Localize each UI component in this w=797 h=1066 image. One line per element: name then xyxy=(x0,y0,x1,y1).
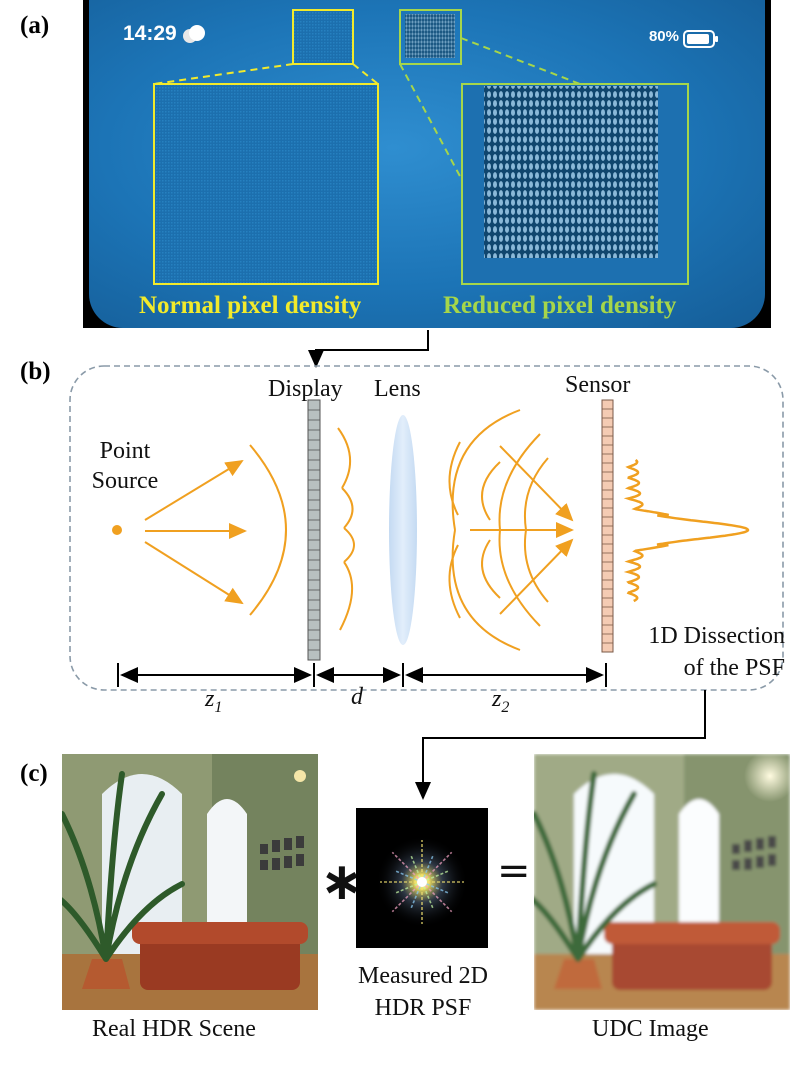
equals-sign: = xyxy=(497,848,531,894)
measured-psf-image xyxy=(356,808,488,948)
point-source-dot xyxy=(112,525,122,535)
psf-dissection-line1: 1D Dissection xyxy=(648,623,785,649)
connector-b-to-c xyxy=(415,690,706,800)
z1-label: z1 xyxy=(205,686,222,717)
panel-label-c: (c) xyxy=(20,760,48,787)
sensor-label: Sensor xyxy=(565,372,631,398)
diffraction-wavelets xyxy=(337,427,355,631)
cloud-icon xyxy=(181,24,207,49)
distance-axis xyxy=(117,663,607,687)
measured-psf-caption: Measured 2D HDR PSF xyxy=(338,960,508,1024)
battery-percent: 80% xyxy=(648,28,679,45)
lens-label: Lens xyxy=(374,376,421,402)
focusing-wavefronts xyxy=(448,409,549,651)
point-source-label: Point Source xyxy=(80,436,170,496)
reduced-zoom-leader-left xyxy=(399,63,463,181)
reduced-zoom-region xyxy=(484,86,658,258)
d-label: d xyxy=(351,684,363,710)
measured-psf-line2: HDR PSF xyxy=(374,995,472,1021)
reduced-density-label: Reduced pixel density xyxy=(443,292,677,319)
reduced-sample-region xyxy=(405,14,455,58)
z2-label: z2 xyxy=(492,686,509,717)
normal-sample-box xyxy=(292,9,354,65)
reduced-sample-box xyxy=(399,9,462,65)
udc-image-caption: UDC Image xyxy=(592,1016,709,1042)
reduced-zoom-leader-right xyxy=(460,37,581,85)
udc-image xyxy=(534,754,790,1010)
normal-zoom-region xyxy=(154,84,378,284)
ray-focus-lower xyxy=(499,538,574,615)
display-label: Display xyxy=(268,376,343,402)
density-overlay xyxy=(153,9,689,285)
battery-icon xyxy=(683,30,719,53)
display-panel xyxy=(307,399,321,661)
real-hdr-scene-caption: Real HDR Scene xyxy=(92,1016,256,1042)
ray-upper xyxy=(144,459,244,521)
point-source-line2: Source xyxy=(91,468,159,494)
sensor-panel xyxy=(601,399,614,653)
psf-dissection-label: 1D Dissection of the PSF xyxy=(615,620,785,684)
reduced-zoom-box xyxy=(461,83,689,285)
optics-diagram xyxy=(69,330,784,691)
status-time: 14:29 xyxy=(123,22,177,45)
normal-zoom-box xyxy=(153,83,379,285)
optics-frame xyxy=(69,365,784,691)
connector-a-to-b xyxy=(308,330,429,368)
normal-zoom-leader-right xyxy=(352,63,379,85)
z1-subscript: 1 xyxy=(214,698,223,716)
normal-sample-region xyxy=(293,10,353,64)
psf-dissection-line2: of the PSF xyxy=(683,655,785,681)
ray-focus-upper xyxy=(499,445,574,522)
real-hdr-scene-image xyxy=(62,754,318,1010)
psf-1d-curve xyxy=(623,459,750,603)
wavefront-arc xyxy=(249,444,287,616)
normal-density-label: Normal pixel density xyxy=(139,292,362,319)
point-source-line1: Point xyxy=(99,438,151,464)
ray-lower xyxy=(144,541,244,605)
panel-label-b: (b) xyxy=(20,358,51,385)
z2-subscript: 2 xyxy=(501,698,510,716)
z2-symbol: z xyxy=(492,686,502,712)
z1-symbol: z xyxy=(205,686,215,712)
lens-shape xyxy=(389,415,417,645)
panel-label-a: (a) xyxy=(20,12,50,39)
normal-zoom-leader-left xyxy=(153,63,294,85)
measured-psf-line1: Measured 2D xyxy=(358,963,488,989)
